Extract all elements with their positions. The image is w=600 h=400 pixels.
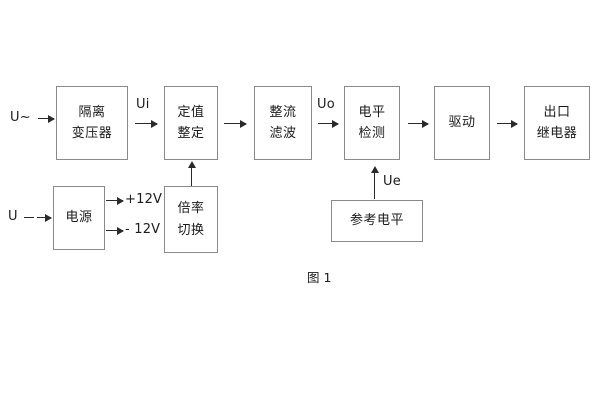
- signal-label-uo: Uo: [317, 97, 335, 112]
- block-driver[interactable]: 驱动: [434, 86, 490, 160]
- signal-label-ue: Ue: [383, 174, 401, 189]
- block-level-detection[interactable]: 电平 检测: [344, 86, 400, 160]
- block-driver-line1: 驱动: [448, 115, 476, 131]
- arrow-isolation-transformer-to-setting-value: [135, 119, 158, 128]
- block-output-relay-line1: 出口: [543, 104, 571, 120]
- block-reference-level-line1: 参考电平: [349, 213, 404, 229]
- block-power-supply-line1: 电源: [65, 210, 93, 226]
- block-rectifier-filter-line1: 整流: [269, 104, 297, 120]
- arrow-driver-to-output-relay: [497, 119, 518, 128]
- block-rectifier-filter[interactable]: 整流 滤波: [254, 86, 312, 160]
- block-power-supply[interactable]: 电源: [53, 186, 105, 250]
- arrow-reference-level-to-level-detection: [370, 166, 379, 199]
- block-setting-value[interactable]: 定值 整定: [164, 86, 218, 160]
- block-isolation-transformer-line1: 隔离: [78, 104, 106, 120]
- rail-label-positive: +12V: [125, 192, 163, 207]
- block-output-relay[interactable]: 出口 继电器: [524, 86, 590, 160]
- arrow-rectifier-filter-to-level-detection: [318, 119, 339, 128]
- arrow-multiplier-switch-to-setting-value: [187, 161, 196, 186]
- block-level-detection-line1: 电平: [358, 104, 386, 120]
- block-multiplier-switch-line1: 倍率: [177, 201, 205, 217]
- block-output-relay-line2: 继电器: [536, 126, 578, 141]
- block-setting-value-line2: 整定: [177, 126, 205, 141]
- input-label-ac: U~: [10, 110, 31, 125]
- arrow-setting-value-to-rectifier-filter: [224, 119, 247, 128]
- figure-caption: 图 1: [307, 270, 332, 285]
- block-setting-value-line1: 定值: [177, 104, 205, 120]
- arrow-level-detection-to-driver: [408, 119, 429, 128]
- block-level-detection-line2: 检测: [358, 126, 386, 141]
- block-isolation-transformer-line2: 变压器: [71, 126, 113, 141]
- block-multiplier-switch-line2: 切换: [177, 222, 205, 238]
- block-isolation-transformer[interactable]: 隔离 变压器: [56, 86, 128, 160]
- arrow-power-supply-rail-positive: [106, 196, 124, 205]
- arrow-ac-input-to-isolation-transformer: [38, 114, 55, 123]
- block-rectifier-filter-line2: 滤波: [269, 126, 297, 141]
- input-label-dc: U: [8, 209, 18, 224]
- signal-label-ui: Ui: [136, 97, 150, 112]
- rail-label-negative: - 12V: [125, 222, 161, 237]
- block-multiplier-switch[interactable]: 倍率 切换: [164, 186, 218, 253]
- dc-symbol-icon: [24, 217, 34, 218]
- block-reference-level[interactable]: 参考电平: [331, 200, 423, 242]
- arrow-dc-input-to-power-supply: [37, 213, 52, 222]
- arrow-power-supply-rail-negative: [106, 226, 124, 235]
